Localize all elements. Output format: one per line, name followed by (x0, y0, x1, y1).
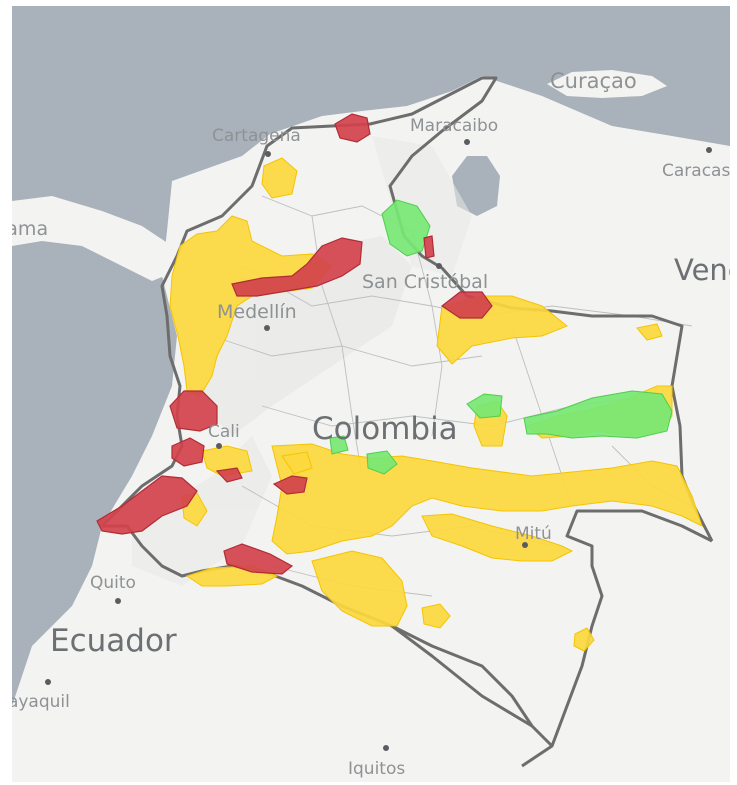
zone-red-sierra-nevada (334, 113, 371, 143)
label-iquitos: Iquitos (348, 759, 405, 779)
zone-green-huila (366, 450, 398, 475)
zone-red-norte-santander (440, 291, 493, 319)
city-dot-iquitos (383, 745, 389, 751)
city-dot-cartagena (265, 151, 271, 157)
zone-green-vichada (523, 390, 673, 439)
zone-red-putumayo (223, 543, 294, 575)
label-guayaquil: Guayaquil (12, 692, 70, 712)
city-dot-guayaquil (45, 679, 51, 685)
city-dot-medellin (264, 325, 270, 331)
city-dots (45, 139, 712, 751)
label-san-cristobal: San Cristóbal (362, 271, 488, 293)
zone-red-choco (169, 390, 218, 432)
zone-red-antioquia (231, 237, 363, 297)
label-colombia: Colombia (312, 411, 458, 447)
map-canvas[interactable]: Curaçao Cartagena Maracaibo Caracas Pana… (12, 6, 730, 782)
label-venezuela: Venezuela (674, 253, 730, 287)
zone-red-cauca-coast (171, 437, 205, 467)
label-cali: Cali (208, 422, 240, 442)
label-caracas: Caracas (662, 161, 730, 181)
zones-green[interactable] (329, 199, 673, 475)
label-mitu: Mitú (515, 524, 552, 544)
place-labels: Curaçao Cartagena Maracaibo Caracas Pana… (12, 69, 730, 779)
zone-yellow-guaviare (421, 513, 574, 562)
zone-yellow-arauca-east (636, 323, 663, 341)
zone-yellow-amazon-blob (421, 603, 451, 629)
label-quito: Quito (90, 573, 136, 593)
zone-red-catatumbo-small (423, 235, 435, 259)
label-maracaibo: Maracaibo (410, 116, 498, 136)
city-dot-san-cristobal (436, 263, 442, 269)
label-cartagena: Cartagena (212, 126, 301, 146)
zone-yellow-caribbean (261, 157, 298, 199)
zone-yellow-amazon-south (573, 627, 595, 652)
city-dot-cali (216, 443, 222, 449)
zone-red-narino (96, 475, 198, 535)
zone-yellow-caqueta (311, 550, 408, 627)
label-ecuador: Ecuador (50, 623, 177, 659)
city-dot-quito (115, 598, 121, 604)
label-medellin: Medellín (217, 301, 297, 323)
label-curacao: Curaçao (550, 69, 637, 93)
zones-red[interactable] (96, 113, 493, 575)
country-borders (100, 76, 714, 768)
zone-green-meta (466, 393, 503, 419)
zone-yellow-valle (281, 451, 313, 475)
zone-yellow-meta-orinoco (201, 445, 253, 477)
city-dot-maracaibo (464, 139, 470, 145)
zone-red-valle-small (215, 467, 243, 483)
zone-red-huila (272, 475, 308, 495)
zone-green-tolima (329, 435, 349, 455)
city-dot-mitu (522, 542, 528, 548)
map-viewport[interactable]: Curaçao Cartagena Maracaibo Caracas Pana… (12, 6, 730, 782)
label-panama: Panama (12, 218, 48, 240)
city-dot-caracas (706, 147, 712, 153)
